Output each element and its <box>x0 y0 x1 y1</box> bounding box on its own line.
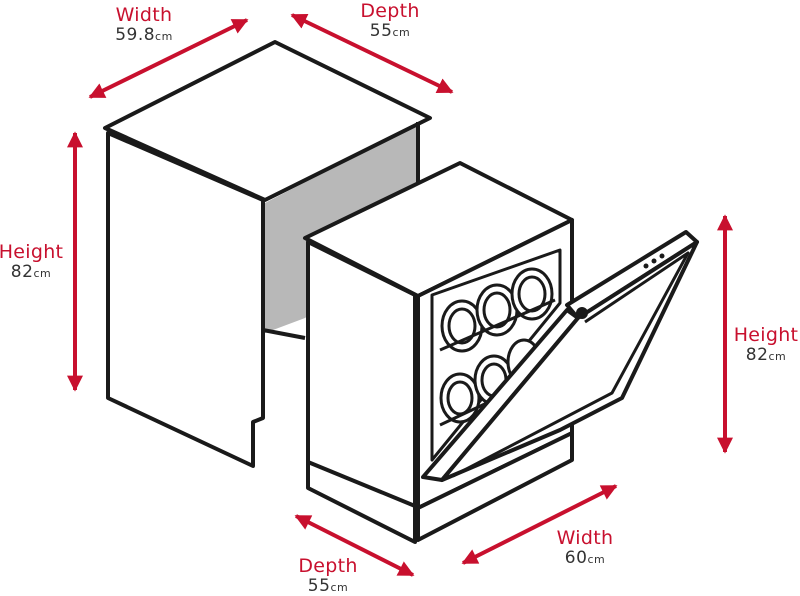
dish-icon <box>446 380 474 416</box>
appliance-width-label: Width 60cm <box>545 529 625 567</box>
cavity-depth-arrow <box>290 13 454 94</box>
cavity-unit <box>103 40 432 468</box>
cavity-recess-floor <box>262 328 306 340</box>
dimension-unit: cm <box>392 26 411 39</box>
dimension-unit: cm <box>330 581 349 594</box>
dimension-value: 82cm <box>10 262 52 282</box>
indicator-light-icon <box>651 258 657 264</box>
dimension-value: 82cm <box>745 345 787 365</box>
cavity-height-label: Height 82cm <box>0 243 68 281</box>
dimension-name: Depth <box>298 555 358 577</box>
indicator-light-icon <box>643 263 649 269</box>
dimension-value: 55cm <box>369 21 411 41</box>
appliance-width-arrow <box>461 484 618 565</box>
dimension-name: Height <box>0 241 64 263</box>
dimension-name: Height <box>733 324 799 346</box>
cavity-depth-label: Depth 55cm <box>350 2 430 40</box>
dimension-name: Depth <box>360 0 420 22</box>
cavity-width-arrow <box>88 18 249 99</box>
cavity-width-label: Width 59.8cm <box>104 6 184 44</box>
cavity-side-panel <box>106 131 265 468</box>
dimension-unit: cm <box>155 30 173 43</box>
door-face <box>440 240 699 482</box>
dimension-unit: cm <box>587 553 606 566</box>
rack-rail <box>439 298 556 352</box>
dish-icon <box>447 307 477 345</box>
door-inner-line <box>452 251 690 478</box>
appliance-door <box>421 230 699 482</box>
dimension-unit: cm <box>768 350 787 363</box>
dimension-name: Width <box>556 527 614 549</box>
dimension-arrows <box>67 13 733 577</box>
dish-icon <box>482 291 512 329</box>
dimension-value: 55cm <box>307 576 349 596</box>
dimension-value: 59.8cm <box>115 25 173 45</box>
dimension-value: 60cm <box>564 548 606 568</box>
appliance-plinth-line <box>307 460 416 508</box>
appliance-depth-arrow <box>294 514 415 577</box>
appliance-depth-label: Depth 55cm <box>288 557 368 595</box>
appliance-height-label: Height 82cm <box>732 326 800 364</box>
dimension-name: Width <box>115 4 173 26</box>
door-handle-icon <box>576 307 588 319</box>
indicator-light-icon <box>659 253 665 259</box>
dimension-unit: cm <box>33 267 52 280</box>
appliance-front-face <box>306 240 417 544</box>
